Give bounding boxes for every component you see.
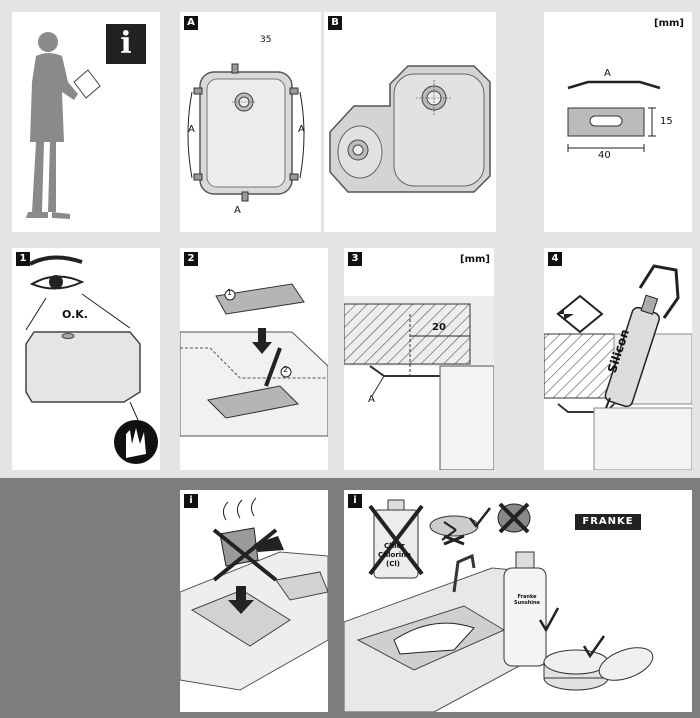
clip-label-right: A — [298, 124, 305, 135]
panel-tag: B — [328, 16, 342, 30]
panel-step-2-template: 2 1 2 — [180, 248, 328, 470]
panel-clip-dimensions: [mm] A 40 15 — [544, 12, 692, 232]
chlorine-label-line-2: Chlorine — [378, 551, 411, 559]
clip-letter: A — [604, 68, 611, 79]
clip-width-value: 40 — [598, 150, 611, 161]
clip-label-bottom: A — [234, 205, 241, 216]
franke-brand-logo: FRANKE — [575, 514, 641, 530]
cleaner-bottle-label: Franke Sunshine — [514, 594, 540, 606]
panel-tag: A — [184, 16, 198, 30]
step-2-number-2: 2 — [283, 365, 289, 374]
unit-label: [mm] — [460, 254, 490, 265]
panel-b-double-bowl: B — [324, 12, 496, 232]
panel-a-sink-clips: A 35 A A A — [180, 12, 321, 232]
chlorine-label-line-1: Chlor — [384, 542, 405, 550]
cleaning-products-illustration — [344, 499, 654, 712]
sink-clip-diagram — [187, 63, 305, 202]
step-tag: 4 — [548, 252, 562, 266]
info-tag: i — [348, 494, 362, 508]
clip-label-left: A — [188, 124, 195, 135]
step-tag: 3 — [348, 252, 362, 266]
clip-height-value: 15 — [660, 116, 673, 127]
info-icon: i — [120, 26, 132, 61]
step-2-number-1: 1 — [227, 288, 233, 297]
clip-position-diagram — [344, 296, 494, 470]
reading-person-illustration — [26, 24, 146, 219]
inspect-sink-illustration — [25, 255, 158, 464]
silicone-sealing-illustration — [544, 264, 692, 470]
panel-care-cleaning: i FRANKE Chlor Chlorine (Cl) — [344, 490, 692, 712]
panel-step-4-silicone: 4 Silicon — [544, 248, 692, 470]
template-marking-illustration — [180, 283, 328, 437]
clip-label: A — [368, 394, 375, 405]
no-hot-pan-illustration — [180, 497, 328, 691]
unit-label: [mm] — [654, 18, 684, 29]
step-tag: 2 — [184, 252, 198, 266]
info-tag: i — [184, 494, 198, 508]
chlorine-label-line-3: (Cl) — [386, 560, 400, 568]
step-tag: 1 — [16, 252, 30, 266]
ok-label: O.K. — [62, 308, 88, 321]
panel-read-instructions: i — [12, 12, 160, 232]
dimension-20: 20 — [432, 322, 446, 333]
dimension-35: 35 — [260, 35, 272, 45]
panel-step-1-inspect: 1 O.K. — [12, 248, 160, 470]
double-bowl-diagram — [329, 65, 491, 193]
panel-care-no-hot-pan: i — [180, 490, 328, 712]
panel-step-3-clip-position: 3 [mm] 20 A — [344, 248, 494, 470]
clip-dimension-diagram — [567, 80, 661, 152]
